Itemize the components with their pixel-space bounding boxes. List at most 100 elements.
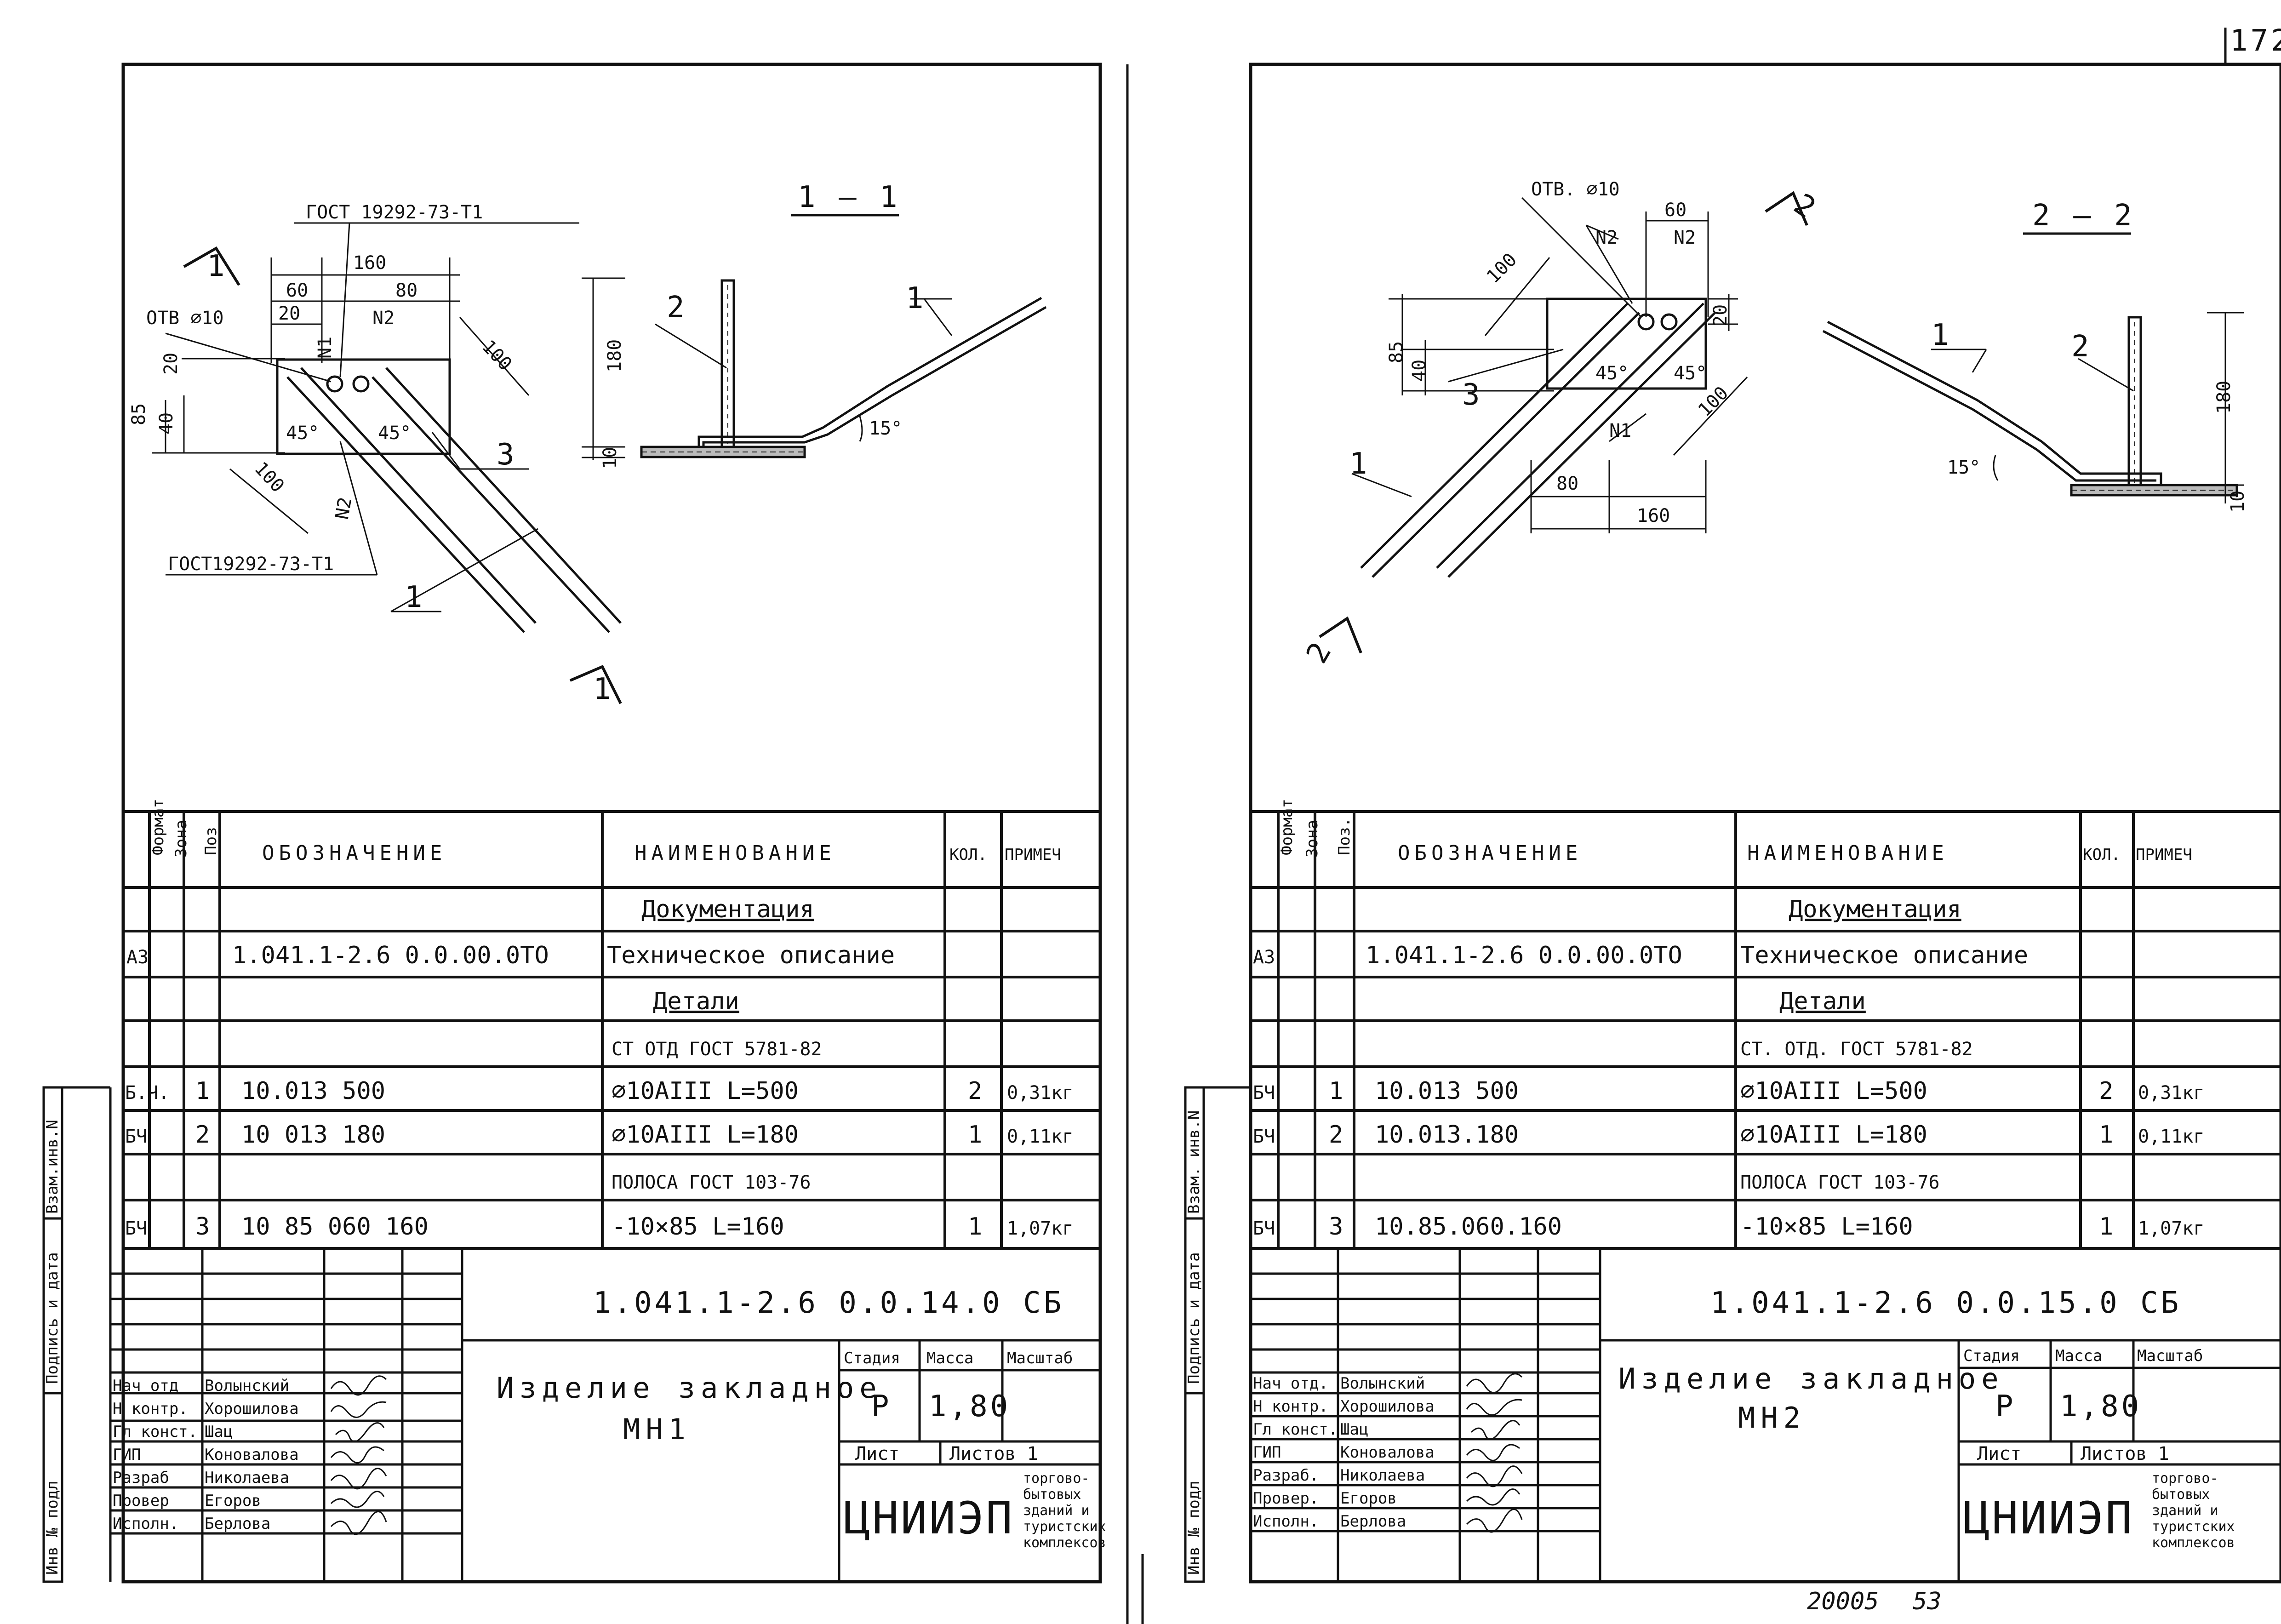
left-staff-name-6: Берлова bbox=[205, 1515, 270, 1533]
right-org-desc-0: торгово- bbox=[2152, 1470, 2218, 1487]
right-pos-1: 1 bbox=[1349, 447, 1370, 481]
right-staff-name-5: Егоров bbox=[1340, 1489, 1397, 1508]
left-row5-note: 0,11кг bbox=[1007, 1126, 1074, 1147]
right-hdr-format: Формат bbox=[1278, 799, 1296, 855]
left-mass: 1,80 bbox=[929, 1390, 1011, 1424]
left-spec-rows: Документация А3 1.041.1-2.6 0.0.00.0ТО Т… bbox=[125, 896, 1074, 1241]
right-staff-name-2: Шац bbox=[1340, 1420, 1368, 1439]
right-section-view bbox=[1822, 232, 2244, 503]
left-staff-role-1: Н контр. bbox=[113, 1400, 188, 1418]
right-staff-name-0: Волынский bbox=[1340, 1374, 1425, 1393]
left-row7-qty: 1 bbox=[968, 1213, 982, 1241]
right-row7-pos: 3 bbox=[1329, 1213, 1343, 1241]
angle-15: 15° bbox=[869, 418, 902, 439]
right-row5-pos: 2 bbox=[1329, 1121, 1343, 1149]
left-mass-label: Масса bbox=[926, 1349, 973, 1367]
right-dim-180: 180 bbox=[2213, 381, 2235, 414]
left-margin-stamps bbox=[42, 1086, 112, 1583]
left-scale-label: Масштаб bbox=[1007, 1349, 1073, 1367]
dim-85: 85 bbox=[128, 403, 149, 425]
left-row1-name: Техническое описание bbox=[607, 942, 895, 969]
left-org-desc-1: бытовых bbox=[1023, 1487, 1081, 1503]
angle-45-a: 45° bbox=[286, 423, 319, 444]
right-row0-name: Документация bbox=[1789, 896, 1961, 923]
gost-top-label: ГОСТ 19292-73-Т1 bbox=[306, 202, 483, 223]
left-margin-inv: Инв № подл bbox=[43, 1481, 62, 1575]
right-hdr-note: ПРИМЕЧ bbox=[2136, 846, 2192, 864]
left-staff-name-4: Николаева bbox=[205, 1469, 289, 1487]
right-sheets-label: Листов 1 bbox=[2081, 1443, 2169, 1464]
left-row4-pos: 1 bbox=[195, 1077, 210, 1105]
cut-mark-top: 1 bbox=[207, 249, 228, 283]
left-margin-replace: Взам.инв.N bbox=[43, 1120, 62, 1214]
pos-n1-label: N1 bbox=[314, 337, 336, 359]
right-org-desc-1: бытовых bbox=[2152, 1487, 2210, 1503]
dim-60: 60 bbox=[286, 280, 308, 301]
dim-10: 10 bbox=[600, 447, 621, 469]
gost-bottom-label: ГОСТ19292-73-Т1 bbox=[168, 554, 334, 575]
right-hdr-zone: Зона bbox=[1303, 820, 1321, 858]
left-org-desc-4: комплексов bbox=[1023, 1535, 1106, 1551]
hole-label: ОТВ ⌀10 bbox=[146, 308, 224, 329]
right-margin-inv: Инв № подл bbox=[1185, 1481, 1203, 1575]
right-n2-a: N2 bbox=[1595, 227, 1618, 248]
right-item-mark: МН2 bbox=[1738, 1401, 1806, 1435]
right-n1: N1 bbox=[1609, 420, 1631, 441]
right-doc-code: 1.041.1-2.6 0.0.15.0 СБ bbox=[1710, 1286, 2181, 1320]
section-pos-1: 1 bbox=[906, 281, 926, 315]
left-stage-label: Стадия bbox=[844, 1349, 900, 1367]
left-hdr-pos: Поз bbox=[202, 827, 220, 855]
right-title-block-grid bbox=[1251, 1248, 2281, 1582]
right-cut-bottom: 2 bbox=[1300, 635, 1339, 669]
right-staff-role-6: Исполн. bbox=[1253, 1512, 1319, 1531]
left-row5-qty: 1 bbox=[968, 1121, 982, 1149]
right-row4-designation: 10.013 500 bbox=[1375, 1077, 1519, 1105]
left-doc-code: 1.041.1-2.6 0.0.14.0 СБ bbox=[593, 1286, 1064, 1320]
left-row4-format: Б.Ч. bbox=[125, 1082, 169, 1104]
right-row4-name: ⌀10АIII L=500 bbox=[1740, 1077, 1927, 1105]
right-dim-100-top: 100 bbox=[1483, 249, 1521, 288]
right-row3-name: СТ. ОТД. ГОСТ 5781-82 bbox=[1740, 1039, 1973, 1060]
left-hdr-qty: КОЛ. bbox=[949, 846, 987, 864]
left-row7-pos: 3 bbox=[195, 1213, 210, 1241]
dim-80: 80 bbox=[395, 280, 417, 301]
dim-180: 180 bbox=[604, 339, 625, 372]
right-angle-15: 15° bbox=[1947, 457, 1980, 478]
right-row1-format: А3 bbox=[1253, 947, 1275, 968]
left-staff-role-4: Разраб bbox=[113, 1469, 169, 1487]
right-hdr-qty: КОЛ. bbox=[2083, 846, 2121, 864]
left-org-desc-0: торгово- bbox=[1023, 1470, 1090, 1487]
angle-45-b: 45° bbox=[378, 423, 411, 444]
footer-code: 20005 bbox=[1807, 1588, 1879, 1615]
section-2-2-title: 2 — 2 bbox=[2032, 199, 2135, 233]
left-hdr-name: НАИМЕНОВАНИЕ bbox=[635, 841, 836, 865]
right-mass: 1,80 bbox=[2060, 1390, 2142, 1424]
section-1-1-title: 1 — 1 bbox=[798, 180, 900, 214]
left-staff-role-6: Исполн. bbox=[113, 1515, 178, 1533]
left-row7-note: 1,07кг bbox=[1007, 1218, 1074, 1239]
right-row5-note: 0,11кг bbox=[2138, 1126, 2205, 1147]
right-scale-label: Масштаб bbox=[2137, 1347, 2203, 1365]
right-staff-role-4: Разраб. bbox=[1253, 1466, 1319, 1485]
left-staff: Нач отд Волынский Н контр. Хорошилова Гл… bbox=[113, 1377, 299, 1533]
left-signatures bbox=[330, 1375, 387, 1535]
right-row7-qty: 1 bbox=[2099, 1213, 2113, 1241]
right-row7-format: БЧ bbox=[1253, 1218, 1275, 1239]
right-row2-name: Детали bbox=[1779, 988, 1866, 1015]
right-hdr-name: НАИМЕНОВАНИЕ bbox=[1747, 841, 1949, 865]
left-spec-grid bbox=[123, 810, 1100, 1250]
left-row2-name: Детали bbox=[653, 988, 739, 1015]
right-row4-format: БЧ bbox=[1253, 1082, 1275, 1104]
dim-20v: 20 bbox=[160, 353, 182, 375]
right-row4-note: 0,31кг bbox=[2138, 1082, 2205, 1104]
left-row4-note: 0,31кг bbox=[1007, 1082, 1074, 1104]
right-staff-role-3: ГИП bbox=[1253, 1443, 1281, 1462]
left-row4-qty: 2 bbox=[968, 1077, 982, 1105]
left-staff-name-0: Волынский bbox=[205, 1377, 289, 1395]
left-item-title: Изделие закладное bbox=[497, 1371, 882, 1405]
left-staff-role-0: Нач отд bbox=[113, 1377, 178, 1395]
right-hole-label: ОТВ. ⌀10 bbox=[1531, 179, 1620, 200]
right-staff-role-1: Н контр. bbox=[1253, 1397, 1328, 1416]
left-row6-name: ПОЛОСА ГОСТ 103-76 bbox=[612, 1172, 811, 1193]
right-staff-name-6: Берлова bbox=[1340, 1512, 1406, 1531]
